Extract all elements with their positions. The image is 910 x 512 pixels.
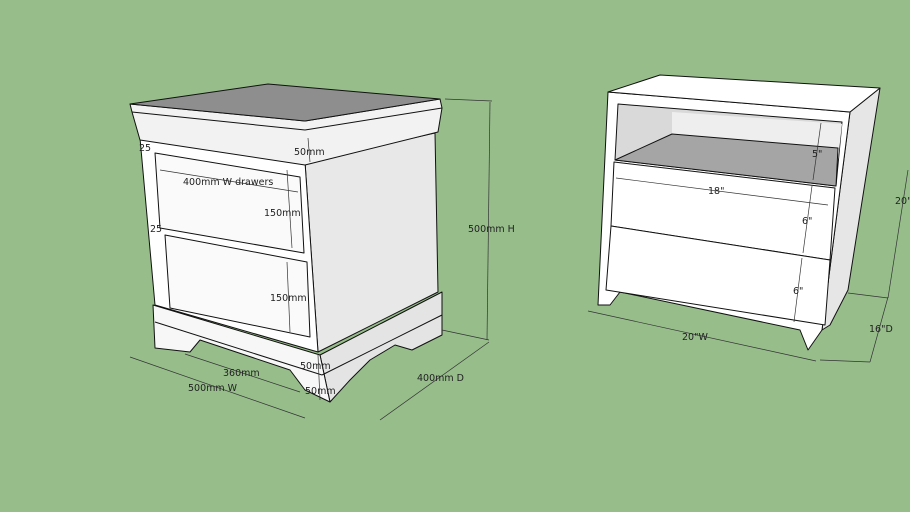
right-cabinet-drawer-lower[interactable] bbox=[605, 225, 831, 326]
dim-depth: 400mm D bbox=[417, 373, 464, 384]
dim-plinth-upper: 50mm bbox=[300, 361, 331, 372]
dim-top-rail: 50mm bbox=[294, 147, 325, 158]
right-cabinet-shelf bbox=[614, 133, 839, 187]
right-cabinet bbox=[597, 74, 881, 351]
dim-drawer-lower-in: 6" bbox=[793, 286, 803, 297]
right-dimension-lines bbox=[587, 122, 909, 363]
dim-drawers-width: 400mm W drawers bbox=[183, 177, 273, 188]
dim-drawer-upper: 150mm bbox=[264, 208, 301, 219]
dim-drawer-lower: 150mm bbox=[270, 293, 307, 304]
left-cabinet-drawer-upper[interactable] bbox=[154, 152, 305, 254]
left-dimension-lines bbox=[129, 98, 493, 421]
dim-inner-width-in: 18" bbox=[708, 186, 724, 197]
left-dimension-labels: 25 50mm 400mm W drawers 150mm 25 150mm 5… bbox=[139, 143, 515, 397]
dim-drawer-gap: 25 bbox=[150, 224, 162, 235]
dim-drawer-upper-in: 6" bbox=[802, 216, 812, 227]
left-cabinet-drawer-lower[interactable] bbox=[164, 234, 311, 338]
dim-depth-in: 16"D bbox=[869, 324, 893, 335]
dim-shelf-gap: 5" bbox=[812, 149, 822, 160]
left-cabinet bbox=[129, 83, 443, 403]
right-cabinet-top bbox=[607, 74, 881, 113]
dim-height-in: 20" bbox=[895, 196, 910, 207]
right-dimension-labels: 5" 18" 6" 6" 20" 20"W 16"D bbox=[682, 149, 910, 343]
left-cabinet-plinth-front bbox=[152, 304, 331, 403]
dim-plinth-lower: 50mm bbox=[305, 386, 336, 397]
left-cabinet-top bbox=[129, 83, 441, 122]
left-cabinet-plinth-side bbox=[319, 291, 443, 403]
dim-inner-width: 360mm bbox=[223, 368, 260, 379]
dim-top-margin: 25 bbox=[139, 143, 151, 154]
dim-width: 500mm W bbox=[188, 383, 238, 394]
dim-width-in: 20"W bbox=[682, 332, 708, 343]
dim-height: 500mm H bbox=[468, 224, 515, 235]
